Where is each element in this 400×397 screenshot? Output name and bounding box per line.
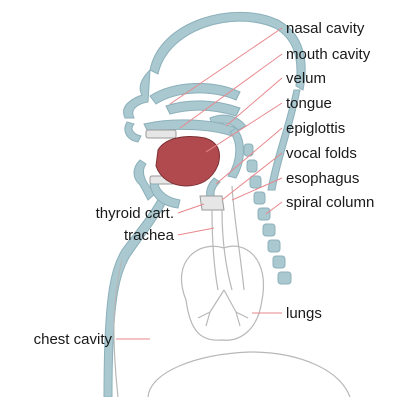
trachea-leader <box>178 228 214 235</box>
thyroid-cart-leader <box>178 204 204 213</box>
label-nasal-cavity: nasal cavity <box>286 20 365 37</box>
label-esophagus: esophagus <box>286 170 359 187</box>
chest-cavity-shape <box>114 260 350 397</box>
upper-teeth <box>146 130 176 138</box>
label-chest-cavity: chest cavity <box>34 331 113 348</box>
labels: nasal cavity mouth cavity velum tongue e… <box>34 20 375 348</box>
lungs-shape <box>182 246 264 340</box>
velum-leader <box>226 78 282 126</box>
tongue-shape <box>156 137 219 187</box>
thyroid-cartilage-shape <box>200 196 224 210</box>
label-tongue: tongue <box>286 95 332 112</box>
label-thyroid-cart: thyroid cart. <box>96 205 174 222</box>
label-lungs: lungs <box>286 305 322 322</box>
label-velum: velum <box>286 70 326 87</box>
vertebrae <box>244 144 291 284</box>
label-trachea: trachea <box>124 227 175 244</box>
label-epiglottis: epiglottis <box>286 120 345 137</box>
label-mouth-cavity: mouth cavity <box>286 46 371 63</box>
label-spiral-column: spiral column <box>286 194 374 211</box>
esophagus-shape <box>232 186 244 290</box>
label-vocal-folds: vocal folds <box>286 145 357 162</box>
